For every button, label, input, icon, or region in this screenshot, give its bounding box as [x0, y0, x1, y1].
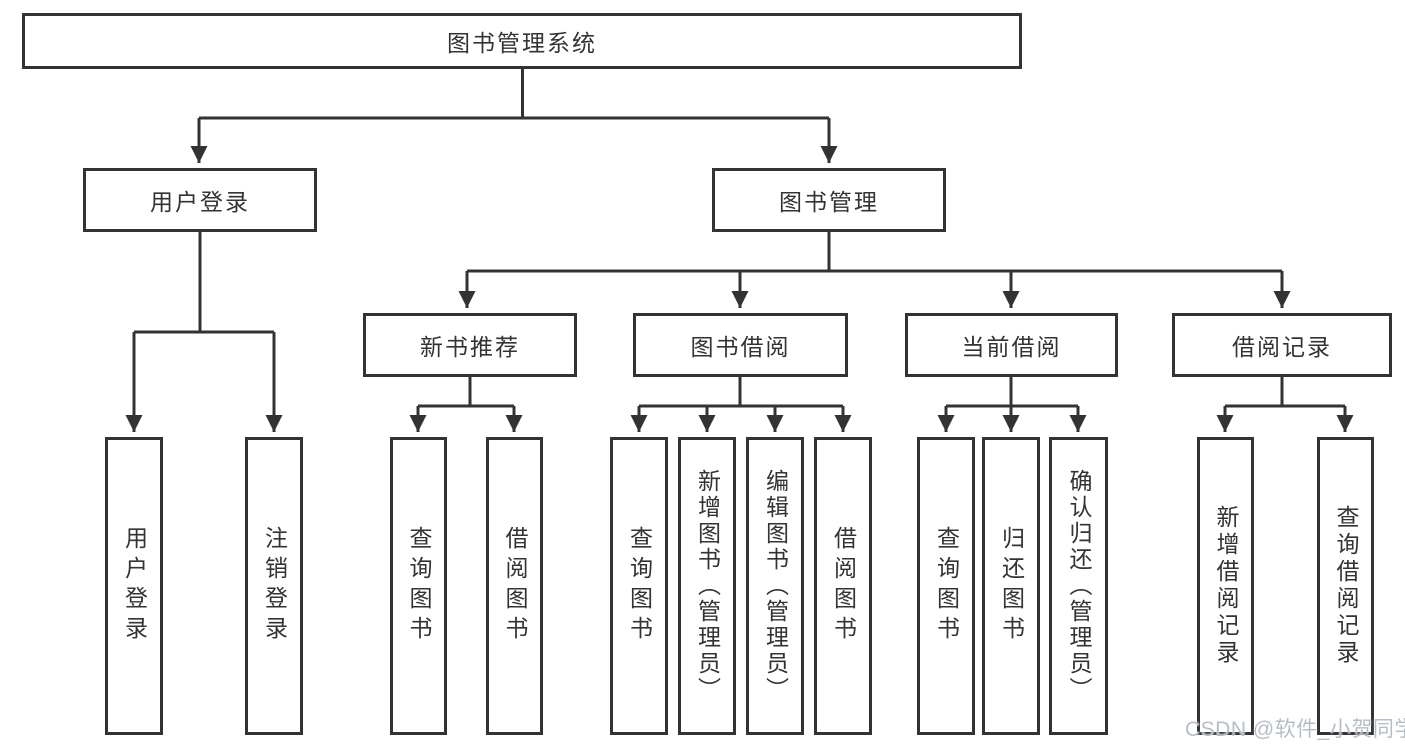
node-leaf-edit-books-admin: 编辑图书（管理员） — [746, 437, 804, 735]
node-leaf-user-login: 用户登录 — [105, 437, 163, 735]
node-leaf-add-books-admin: 新增图书（管理员） — [678, 437, 736, 735]
node-leaf-confirm-return-admin: 确认归还（管理员） — [1049, 437, 1108, 735]
node-leaf-return-books: 归还图书 — [982, 437, 1040, 735]
node-book-borrowing: 图书借阅 — [633, 313, 848, 377]
node-new-book-recommendation: 新书推荐 — [363, 313, 577, 377]
csdn-watermark: CSDN @软件_小贺同学 — [1185, 718, 1405, 741]
node-leaf-borrow-books-borrowing: 借阅图书 — [814, 437, 872, 735]
node-library-management-system: 图书管理系统 — [22, 13, 1022, 69]
node-borrowing-records: 借阅记录 — [1172, 313, 1392, 377]
node-current-borrowing: 当前借阅 — [905, 313, 1118, 377]
node-leaf-query-books-current: 查询图书 — [917, 437, 975, 735]
node-leaf-query-borrowing-record: 查询借阅记录 — [1317, 437, 1374, 735]
node-book-management: 图书管理 — [712, 168, 946, 232]
node-leaf-add-borrowing-record: 新增借阅记录 — [1197, 437, 1254, 735]
node-leaf-borrow-books-recommendation: 借阅图书 — [486, 437, 543, 735]
node-leaf-query-books-borrowing: 查询图书 — [610, 437, 668, 735]
node-leaf-logout: 注销登录 — [245, 437, 303, 735]
node-leaf-query-books-recommendation: 查询图书 — [390, 437, 447, 735]
node-user-login: 用户登录 — [83, 168, 317, 232]
